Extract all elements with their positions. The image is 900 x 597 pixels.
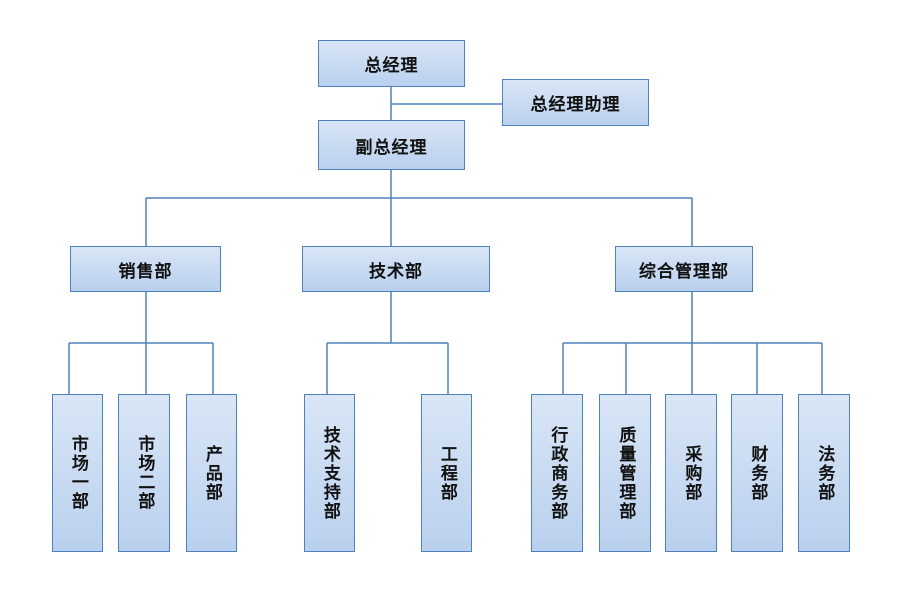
node-unit-market-2: 市场二部 (118, 394, 170, 552)
node-unit-product: 产品部 (186, 394, 237, 552)
node-unit-quality: 质量管理部 (599, 394, 651, 552)
node-unit-tech-support: 技术支持部 (304, 394, 355, 552)
node-unit-procurement: 采购部 (665, 394, 717, 552)
node-unit-market-1: 市场一部 (52, 394, 103, 552)
node-unit-label: 市场二部 (134, 435, 155, 511)
node-dept-sales-label: 销售部 (118, 261, 173, 282)
node-dept-tech-label: 技术部 (369, 261, 423, 282)
node-ceo-assistant-label: 总经理助理 (530, 95, 621, 115)
node-unit-label: 产品部 (201, 444, 222, 502)
node-unit-finance: 财务部 (731, 394, 783, 552)
node-dept-management-label: 综合管理部 (639, 261, 729, 282)
node-dept-tech: 技术部 (302, 246, 490, 292)
node-unit-label: 采购部 (681, 444, 702, 502)
node-ceo: 总经理 (318, 40, 465, 87)
node-unit-engineering: 工程部 (421, 394, 472, 552)
node-vice-ceo-label: 副总经理 (355, 137, 428, 158)
node-unit-legal: 法务部 (798, 394, 850, 552)
node-unit-label: 财务部 (747, 444, 768, 502)
node-unit-admin-business: 行政商务部 (531, 394, 583, 552)
node-ceo-assistant: 总经理助理 (502, 79, 649, 126)
node-dept-sales: 销售部 (70, 246, 221, 292)
node-unit-label: 市场一部 (67, 435, 88, 511)
node-ceo-label: 总经理 (364, 56, 419, 76)
node-vice-ceo: 副总经理 (318, 120, 465, 170)
node-unit-label: 技术支持部 (319, 425, 340, 521)
node-unit-label: 法务部 (814, 444, 835, 502)
node-unit-label: 质量管理部 (615, 425, 636, 521)
node-unit-label: 行政商务部 (547, 425, 568, 521)
node-dept-management: 综合管理部 (615, 246, 753, 292)
node-unit-label: 工程部 (436, 444, 457, 502)
